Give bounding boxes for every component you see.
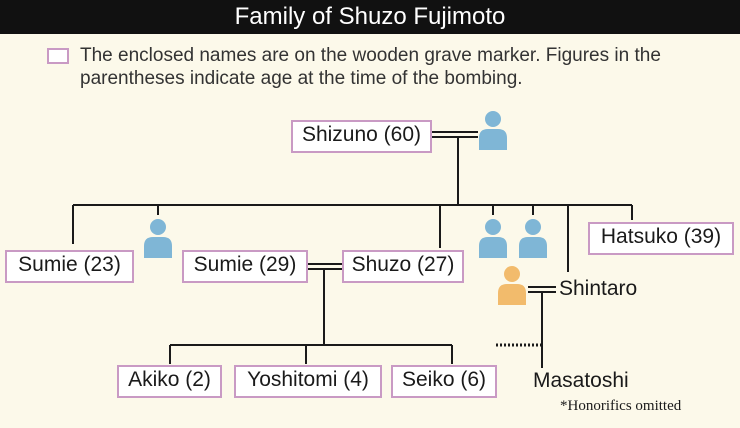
grave-marker-legend-swatch [47, 48, 69, 64]
legend-note: The enclosed names are on the wooden gra… [80, 45, 661, 89]
person-box-akiko: Akiko (2) [117, 365, 222, 398]
person-icon-spouse [498, 266, 526, 305]
person-box-shizuno: Shizuno (60) [291, 120, 432, 153]
person-icon [479, 111, 507, 150]
person-box-sumie-23: Sumie (23) [5, 250, 134, 283]
person-name-shintaro: Shintaro [559, 277, 638, 300]
person-icon [144, 219, 172, 258]
person-icon [519, 219, 547, 258]
diagram-title: Family of Shuzo Fujimoto [0, 0, 740, 34]
person-icon [479, 219, 507, 258]
footnote: *Honorifics omitted [560, 398, 682, 414]
person-box-shuzo: Shuzo (27) [342, 250, 464, 283]
person-box-sumie-29: Sumie (29) [182, 250, 308, 283]
person-box-seiko: Seiko (6) [391, 365, 497, 398]
person-box-hatsuko: Hatsuko (39) [588, 222, 734, 255]
person-name-masatoshi: Masatoshi [533, 369, 629, 392]
person-box-yoshitomi: Yoshitomi (4) [234, 365, 382, 398]
